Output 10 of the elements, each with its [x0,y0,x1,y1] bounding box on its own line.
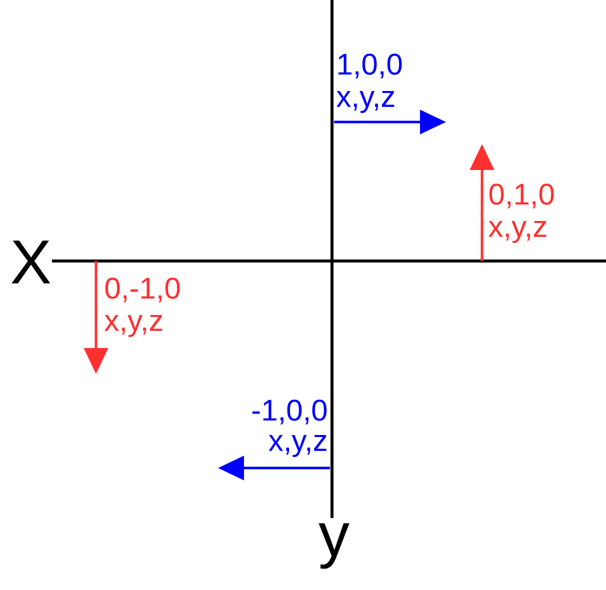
vector-label: 1,0,0 [338,54,402,78]
vector-label: x,y,z [104,314,162,338]
vector-label: x,y,z [488,220,546,244]
vector-label: 0,-1,0 [105,278,180,302]
vector-label: x,y,z [268,434,326,458]
vector-label: 0,1,0 [489,184,554,208]
vector-label: -1,0,0 [252,400,327,424]
vector-label: x,y,z [336,90,394,114]
axis-label: X [12,240,50,284]
axis-label: y [318,523,350,569]
